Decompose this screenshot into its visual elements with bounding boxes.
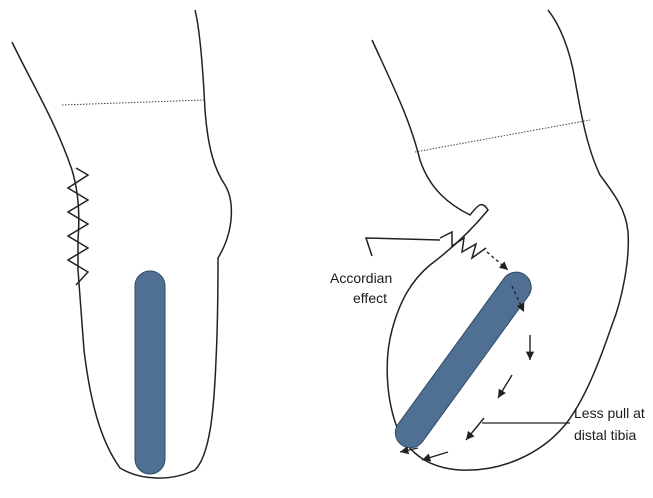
pull-arrow — [422, 452, 448, 460]
accordion-label: Accordian — [330, 270, 392, 286]
right-scar-zigzag — [440, 232, 486, 258]
right-tibia-bone — [389, 266, 537, 454]
right-socket-line — [415, 120, 590, 152]
pull-label: Less pull at — [574, 405, 645, 421]
accordion-label-line2: effect — [353, 290, 387, 306]
left-limb — [12, 10, 231, 478]
pull-label-line2: distal tibia — [574, 427, 636, 443]
left-socket-line — [62, 100, 205, 105]
left-limb-outline — [12, 10, 231, 478]
accordion-bracket — [366, 238, 440, 256]
pull-arrow — [487, 252, 508, 270]
pull-arrow — [498, 375, 512, 398]
left-tibia-bone — [135, 271, 165, 474]
right-limb: Accordian effect Less pull at distal tib… — [330, 10, 645, 470]
right-limb-outline — [372, 10, 628, 470]
pull-arrow — [466, 418, 484, 440]
pull-arrow — [400, 448, 418, 452]
